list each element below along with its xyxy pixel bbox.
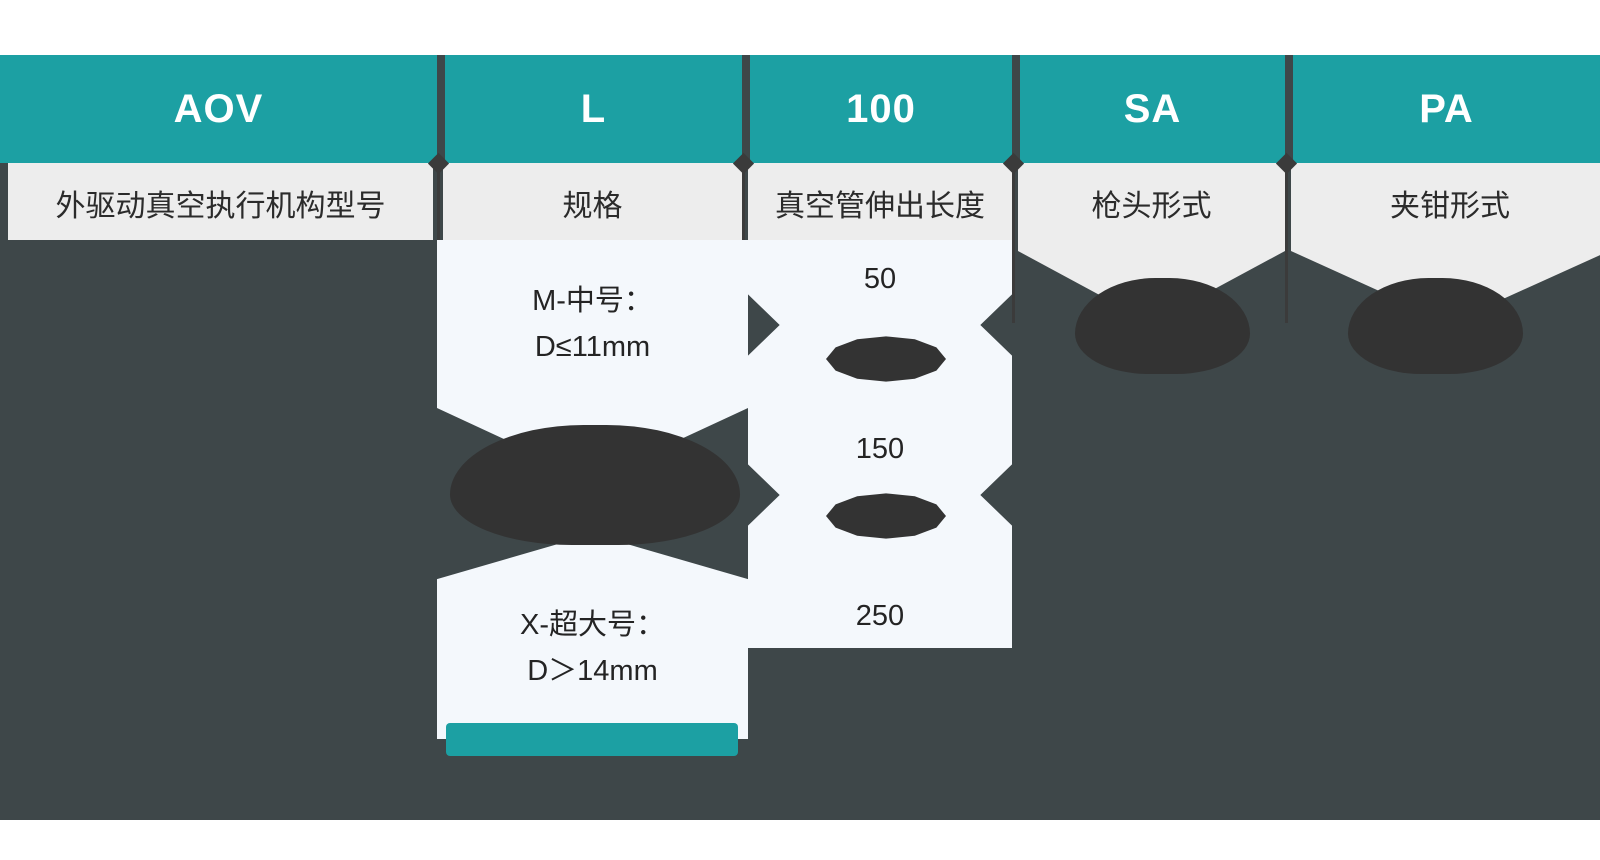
header-code-l: L <box>580 86 607 131</box>
option-l-m-line1: M-中号： <box>532 285 653 317</box>
option-panel-100-50[interactable]: 50 <box>748 240 1012 410</box>
option-panel-100-250[interactable]: 250 <box>748 580 1012 648</box>
redaction-100-upper <box>826 336 946 382</box>
label-text-sa: 枪头形式 <box>1091 190 1212 223</box>
label-cell-l: 规格 <box>443 163 742 240</box>
option-l-m-line2: D≤11mm <box>534 331 651 363</box>
connector-line-sa-pa <box>1285 163 1288 323</box>
option-l-x-line2: D＞14mm <box>527 655 658 687</box>
connector-line-aov-l <box>437 163 440 240</box>
header-code-100: 100 <box>846 86 916 131</box>
header-code-aov: AOV <box>173 86 264 131</box>
header-code-sa: SA <box>1123 86 1182 131</box>
label-text-aov: 外驱动真空执行机构型号 <box>55 190 386 223</box>
connector-line-l-100 <box>742 163 745 240</box>
option-l-x-line1: X-超大号： <box>519 609 665 641</box>
redaction-100-lower <box>826 493 946 539</box>
label-text-100: 真空管伸出长度 <box>775 190 985 223</box>
connector-line-100-sa <box>1012 163 1015 323</box>
header-cell-aov[interactable]: AOV <box>0 55 437 163</box>
option-100-value-150: 150 <box>855 433 905 465</box>
redaction-l-bottom-bar <box>446 723 738 756</box>
header-cell-l[interactable]: L <box>445 55 742 163</box>
redaction-pa <box>1348 278 1523 374</box>
option-100-value-250: 250 <box>855 600 905 632</box>
label-cell-aov: 外驱动真空执行机构型号 <box>8 163 433 240</box>
header-cell-pa[interactable]: PA <box>1293 55 1600 163</box>
redaction-l-middle <box>450 425 740 545</box>
header-cell-sa[interactable]: SA <box>1020 55 1285 163</box>
redaction-sa <box>1075 278 1250 374</box>
label-cell-100: 真空管伸出长度 <box>748 163 1012 240</box>
header-cell-100[interactable]: 100 <box>750 55 1012 163</box>
label-text-l: 规格 <box>562 190 623 223</box>
option-100-value-50: 50 <box>863 263 897 295</box>
label-text-pa: 夹钳形式 <box>1390 190 1510 223</box>
option-panel-l-x[interactable]: X-超大号： D＞14mm <box>437 534 748 739</box>
header-code-pa: PA <box>1419 86 1474 131</box>
